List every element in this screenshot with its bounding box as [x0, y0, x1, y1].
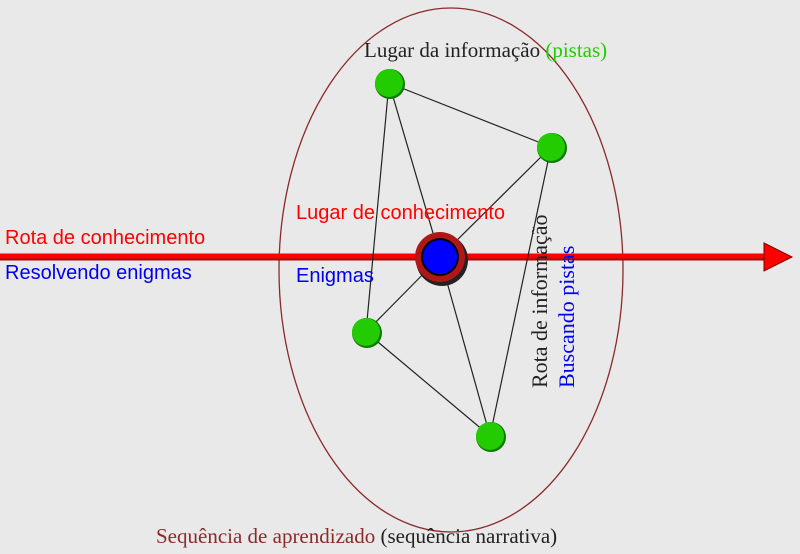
clue-node [352, 318, 380, 346]
narrative-sequence-ellipse [278, 7, 624, 533]
graph-edges [365, 82, 552, 437]
knowledge-place-label: Lugar de conhecimento [296, 202, 506, 224]
sequence-text: Sequência de aprendizado [156, 524, 376, 548]
knowledge-route-arrow [0, 242, 794, 272]
clues-text: (pistas) [545, 38, 608, 62]
info-route-label: Rota de informação [527, 214, 552, 389]
clue-node [375, 69, 403, 97]
edge [388, 82, 441, 258]
clue-node [537, 133, 565, 161]
searching-clues-label: Buscando pistas [554, 245, 579, 388]
narrative-text: (sequência narrativa) [380, 524, 558, 548]
clue-node [476, 422, 504, 450]
info-place-text: Lugar da informação [364, 38, 541, 62]
edge [489, 146, 552, 437]
edge [365, 82, 390, 333]
info-place-label: Lugar da informação (pistas) [364, 40, 607, 61]
learning-sequence-label: Sequência de aprendizado (sequência narr… [156, 526, 557, 547]
knowledge-route-label: Rota de conhecimento [5, 227, 206, 249]
edge [365, 331, 491, 437]
edge [439, 146, 552, 258]
edge [439, 256, 491, 437]
knowledge-place-node [415, 232, 468, 286]
edge [388, 82, 552, 148]
enigmas-label: Enigmas [296, 265, 374, 287]
clue-nodes [352, 69, 567, 452]
solving-enigmas-label: Resolvendo enigmas [5, 262, 192, 284]
